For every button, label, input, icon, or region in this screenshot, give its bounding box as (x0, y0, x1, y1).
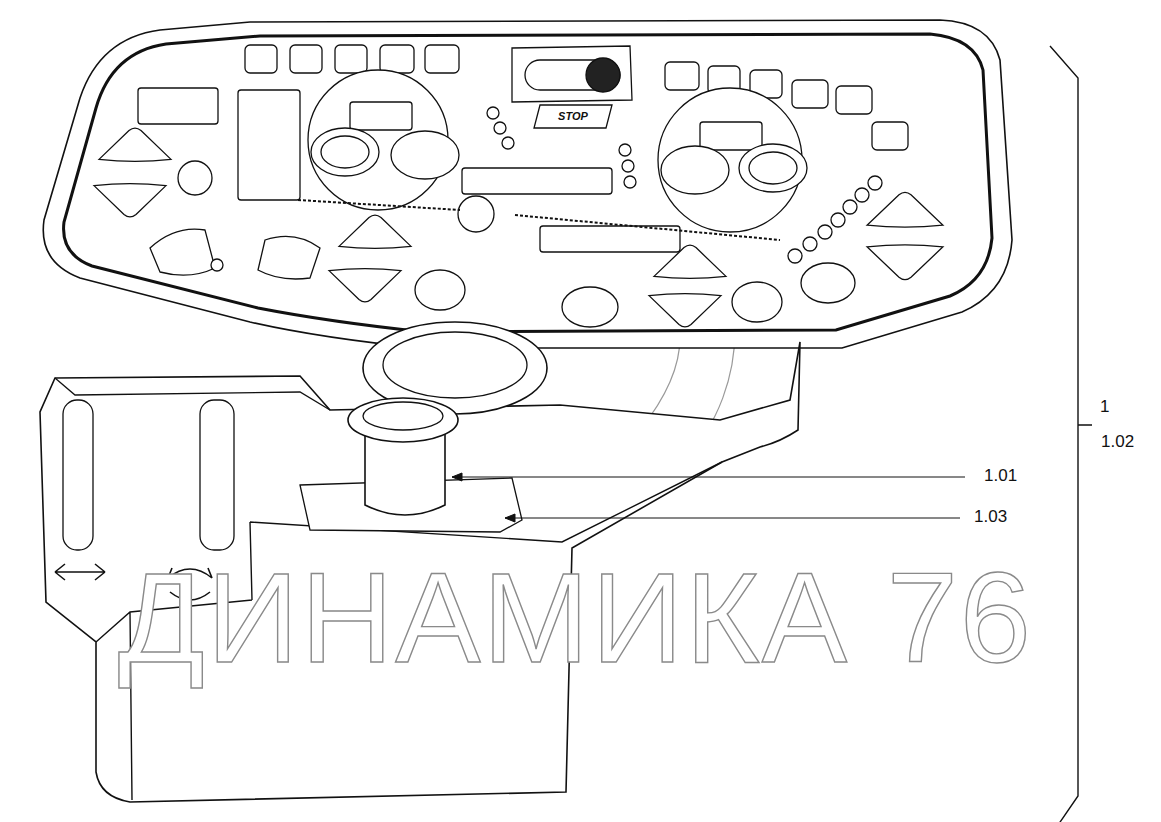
panel-face (64, 34, 992, 332)
round-button (415, 270, 465, 310)
icon-key (665, 62, 699, 90)
panel-housing (43, 20, 1012, 348)
dial-cluster (658, 88, 802, 232)
icon-key (290, 45, 322, 73)
round-button (178, 161, 212, 195)
triangle-button (99, 128, 171, 161)
dial-button (661, 146, 729, 194)
speed-dot (502, 137, 514, 149)
callout-number: 1.01 (984, 467, 1017, 486)
dial-button (749, 152, 797, 184)
mode-button (258, 236, 320, 279)
indicator-dot (855, 188, 869, 202)
button-text: STOP (558, 110, 588, 122)
icon-key (425, 45, 459, 73)
stop-button (534, 105, 612, 128)
slide-symbol (55, 564, 105, 580)
leader-line (452, 473, 965, 481)
display-window (540, 226, 680, 252)
joystick-knob (363, 402, 443, 430)
round-button (458, 196, 494, 232)
triangle-button (649, 294, 721, 327)
indicator-dot (831, 213, 845, 227)
speed-dot (487, 107, 499, 119)
icon-key (872, 122, 908, 150)
triangle-button (329, 269, 401, 302)
dial-button (321, 136, 369, 168)
mode-button (150, 229, 215, 275)
parking-knob (586, 58, 620, 92)
indicator-dot (843, 200, 857, 214)
icon-key (245, 45, 277, 73)
assembly-bracket (1050, 46, 1092, 822)
joystick-knob (348, 398, 458, 442)
dial-display (350, 102, 412, 130)
speed-dot (624, 176, 636, 188)
horn-button (562, 287, 618, 327)
triangle-button (339, 215, 411, 248)
callout-number: 1.02 (1101, 433, 1134, 452)
triangle-button (654, 245, 726, 278)
round-button (732, 282, 782, 322)
speed-dot (494, 122, 506, 134)
dial-button (311, 128, 379, 176)
icon-key (792, 80, 828, 108)
armrest-slot (200, 400, 234, 550)
round-button (801, 263, 855, 303)
display-window (238, 90, 300, 200)
parking-block (512, 46, 632, 102)
triangle-button (867, 192, 943, 227)
icon-key (836, 86, 872, 114)
triangle-button (94, 184, 166, 217)
icon-key (335, 45, 367, 73)
watermark: ДИНАМИКА 76 (118, 548, 1033, 689)
indicator-dot (803, 237, 817, 251)
armrest-slot (63, 400, 93, 550)
indicator-dot (868, 176, 882, 190)
speed-dot (622, 160, 634, 172)
triangle-button (867, 245, 943, 280)
dial-button (391, 131, 459, 179)
speed-dot (619, 144, 631, 156)
display-window (138, 88, 218, 124)
callout-number: 1 (1100, 398, 1109, 417)
armrest-edge (55, 378, 330, 410)
display-window (462, 168, 612, 194)
dial-button (739, 144, 807, 192)
leader-line (505, 514, 960, 522)
panel-divider (298, 200, 780, 240)
joystick-cup (383, 332, 527, 398)
icon-key (380, 45, 414, 73)
callout-number: 1.03 (974, 508, 1007, 527)
indicator-dot (818, 225, 832, 239)
indicator-dot (788, 249, 802, 263)
dial-display (700, 122, 762, 150)
indicator-dot (211, 259, 223, 271)
